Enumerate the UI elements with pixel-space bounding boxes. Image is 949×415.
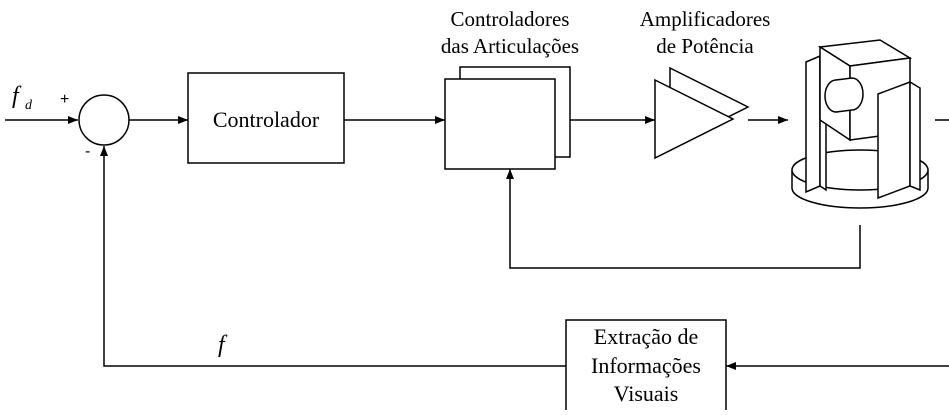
visual-extraction-line1: Extração de	[594, 324, 698, 349]
svg-text:f: f	[12, 83, 22, 109]
inner-feedback-loop	[506, 169, 861, 269]
controller-label: Controlador	[213, 107, 320, 132]
summing-junction	[78, 94, 130, 146]
outer-feedback-loop	[100, 146, 566, 367]
plus-sign: +	[60, 91, 69, 108]
robot-camera-icon	[791, 39, 929, 209]
power-amplifiers-title-line1: Amplificadores	[640, 7, 771, 31]
joint-controllers-title-line1: Controladores	[451, 7, 570, 31]
controller-block	[187, 72, 345, 164]
svg-text:d: d	[25, 98, 33, 113]
power-amplifiers-title-line2: de Potência	[656, 34, 754, 58]
visual-extraction-block	[565, 319, 727, 413]
feedback-signal-label: f	[218, 332, 228, 358]
input-signal-label: f d	[12, 83, 33, 113]
visual-extraction-line3: Visuais	[614, 381, 679, 406]
minus-sign: -	[85, 143, 90, 160]
joint-controllers-title-line2: das Articulações	[441, 34, 579, 58]
joint-controllers-block	[444, 66, 571, 170]
visual-extraction-line2: Informações	[591, 353, 701, 378]
power-amplifiers-block	[654, 66, 750, 160]
